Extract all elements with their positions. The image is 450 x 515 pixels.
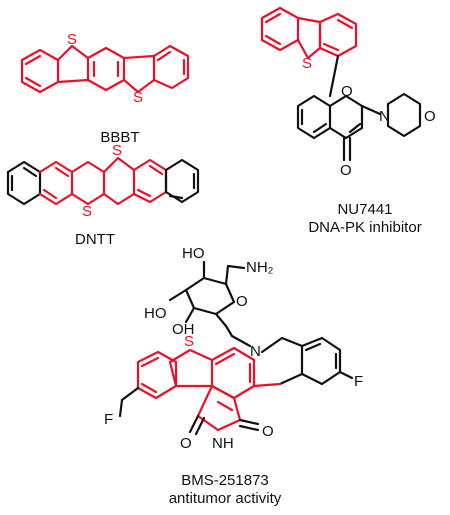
bms-hydroxyl-right: OH: [172, 321, 195, 338]
bms-fluorine-left: F: [104, 411, 113, 428]
bbbt-structure: [20, 44, 190, 94]
bms-amine: NH₂: [246, 259, 274, 276]
bms-imide-nh: NH: [212, 435, 234, 452]
bms-core-structure: [118, 334, 354, 436]
dntt-sulfur-top: S: [112, 142, 122, 159]
nu7441-label: NU7441 DNA-PK inhibitor: [300, 201, 430, 237]
bms-name: BMS-251873: [181, 472, 269, 489]
nu7441-morpholine-oxygen: O: [424, 108, 436, 125]
bms-fluorine-right: F: [354, 373, 363, 390]
bms-ring-oxygen: O: [236, 293, 248, 310]
dntt-label: DNTT: [75, 231, 115, 248]
bms-indole-nitrogen: N: [250, 343, 261, 360]
bms-sugar-structure: [168, 260, 246, 338]
nu7441-ring-oxygen: O: [341, 83, 353, 100]
bms-hydroxyl-left: HO: [144, 305, 167, 322]
bms-activity: antitumor activity: [168, 490, 282, 507]
dntt-sulfur-bottom: S: [82, 203, 92, 220]
bms-carbonyl-oxygen-right: O: [262, 423, 274, 440]
bms-carbonyl-oxygen-left: O: [180, 435, 192, 452]
nu7441-morpholine-nitrogen: N: [379, 108, 390, 125]
dntt-structure: [6, 156, 200, 206]
bbbt-label: BBBT: [100, 129, 140, 146]
bms-sulfur: S: [184, 333, 194, 350]
bbbt-sulfur-top: S: [67, 31, 77, 48]
nu7441-activity: DNA-PK inhibitor: [308, 219, 422, 236]
nu7441-carbonyl-oxygen: O: [340, 162, 352, 179]
nu7441-structure: [260, 6, 422, 162]
bms-label: BMS-251873 antitumor activity: [155, 472, 295, 508]
bbbt-sulfur-bottom: S: [133, 89, 143, 106]
bms-hydroxyl-top: HO: [182, 245, 205, 262]
nu7441-sulfur: S: [302, 55, 312, 72]
nu7441-name: NU7441: [337, 201, 393, 218]
